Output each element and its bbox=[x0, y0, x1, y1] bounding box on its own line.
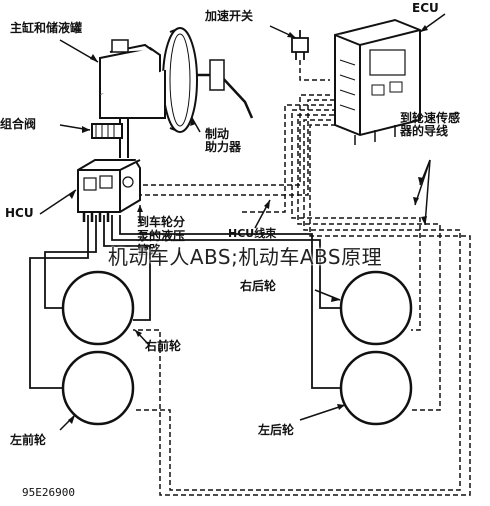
arrow-heads bbox=[68, 25, 428, 424]
hydraulic-lines bbox=[29, 215, 341, 389]
label-accel-switch: 加速开关 bbox=[205, 9, 254, 23]
label-right-rear: 右后轮 bbox=[240, 279, 277, 293]
label-combination-valve: 组合阀 bbox=[0, 117, 37, 131]
label-master-cylinder: 主缸和储液罐 bbox=[10, 21, 83, 35]
label-to-wheel-1: 到车轮分 bbox=[137, 215, 186, 229]
brake-booster bbox=[162, 27, 254, 133]
label-sensor-wires: 到轮速传感 器的导线 bbox=[400, 111, 461, 139]
wheel-left-front bbox=[61, 350, 135, 426]
wheel-right-rear bbox=[339, 270, 413, 346]
combination-valve bbox=[91, 123, 123, 139]
label-to-wheel-3: 管路 bbox=[137, 243, 162, 257]
label-left-front: 左前轮 bbox=[10, 433, 47, 447]
wheel-left-rear bbox=[61, 270, 135, 346]
figure-code: 95E26900 bbox=[22, 486, 75, 499]
sensor-wiring bbox=[128, 60, 471, 496]
label-to-wheel-2: 泵的液压 bbox=[137, 229, 186, 243]
label-right-front: 右前轮 bbox=[145, 339, 182, 353]
label-left-rear: 左后轮 bbox=[258, 423, 295, 437]
label-hcu: HCU bbox=[5, 206, 34, 220]
label-ecu: ECU bbox=[412, 1, 439, 15]
wheel-right-front bbox=[339, 350, 413, 426]
accel-switch bbox=[291, 30, 309, 60]
ecu-box bbox=[334, 18, 421, 145]
label-brake-booster: 制动 助力器 bbox=[205, 127, 242, 155]
overlay-title: 机动车人ABS;机动车ABS原理 bbox=[107, 245, 383, 269]
master-cylinder bbox=[99, 39, 166, 158]
label-hcu-harness: HCU线束 bbox=[228, 227, 277, 240]
hcu-unit bbox=[77, 159, 141, 222]
